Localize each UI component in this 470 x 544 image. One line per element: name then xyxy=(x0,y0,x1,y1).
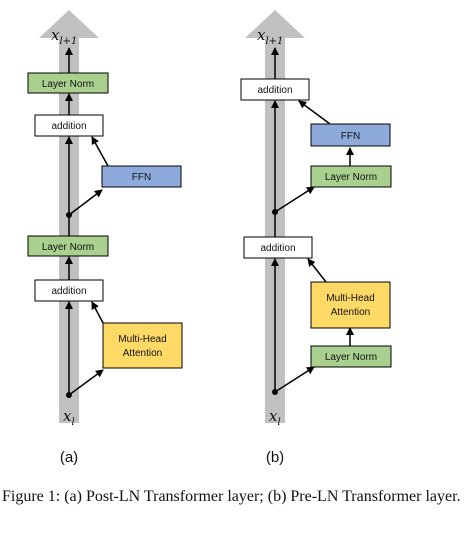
input-variable-b: xl xyxy=(269,407,281,428)
arrow-ffn-to-addition-2-a xyxy=(91,136,109,167)
layer-norm-box-1-b xyxy=(310,345,392,368)
addition-box-2-a xyxy=(34,114,104,137)
output-variable-a: xl+1 xyxy=(51,26,77,47)
branch-dot-mid-b xyxy=(272,209,278,215)
layer-norm-box-1-a xyxy=(27,235,109,257)
arrow-attention-to-addition-1-a xyxy=(91,301,104,324)
layer-norm-label-1-a: Layer Norm xyxy=(42,242,94,253)
layer-norm-box-2-b xyxy=(310,165,392,188)
layer-norm-label-2-b: Layer Norm xyxy=(325,172,377,183)
arrow-attention-to-addition-1-b xyxy=(307,258,327,283)
layer-norm-label-1-b: Layer Norm xyxy=(325,352,377,363)
addition-box-2-b xyxy=(240,78,310,101)
branch-dot-input-a xyxy=(66,392,72,398)
arrow-ffn-to-addition-2-b xyxy=(298,100,331,125)
multi-head-attention-label-a-line1: Multi-Head xyxy=(118,334,166,345)
figure-caption: Figure 1: (a) Post-LN Transformer layer;… xyxy=(2,488,461,505)
multi-head-attention-label-a-line2: Attention xyxy=(123,348,162,359)
input-variable-a: xl xyxy=(63,407,75,428)
addition-label-1-a: addition xyxy=(51,286,86,297)
addition-box-1-b xyxy=(243,236,313,259)
arrow-addition-1-to-layer-norm-2-b xyxy=(274,186,315,213)
pre-ln-diagram: Layer Norm Multi-Head Attention addition… xyxy=(240,10,392,466)
multi-head-attention-label-b-line2: Attention xyxy=(331,307,370,318)
arrow-input-to-attention-a xyxy=(68,369,104,396)
multi-head-attention-label-b-line1: Multi-Head xyxy=(326,293,374,304)
arrow-input-to-layer-norm-1-b xyxy=(274,366,315,393)
multi-head-attention-box-a xyxy=(102,322,183,369)
ffn-box-a xyxy=(101,165,182,188)
panel-label-a: (a) xyxy=(60,449,78,466)
panel-label-b: (b) xyxy=(266,449,284,466)
addition-label-2-b: addition xyxy=(257,85,292,96)
layer-norm-label-2-a: Layer Norm xyxy=(42,79,94,90)
branch-dot-input-b xyxy=(272,389,278,395)
ffn-label-b: FFN xyxy=(341,131,360,142)
ffn-box-b xyxy=(310,123,391,147)
highway-arrowhead-b xyxy=(245,10,305,38)
ffn-label-a: FFN xyxy=(132,172,151,183)
post-ln-diagram: Multi-Head Attention addition Layer Norm… xyxy=(27,10,183,466)
addition-label-1-b: addition xyxy=(260,243,295,254)
branch-dot-mid-a xyxy=(66,212,72,218)
output-variable-b: xl+1 xyxy=(257,26,283,47)
multi-head-attention-box-b xyxy=(310,281,391,329)
layer-norm-box-2-a xyxy=(27,72,109,94)
arrow-layer-norm-1-to-ffn-a xyxy=(68,189,103,216)
addition-box-1-a xyxy=(34,279,104,302)
addition-label-2-a: addition xyxy=(51,121,86,132)
highway-arrowhead-a xyxy=(39,10,99,38)
